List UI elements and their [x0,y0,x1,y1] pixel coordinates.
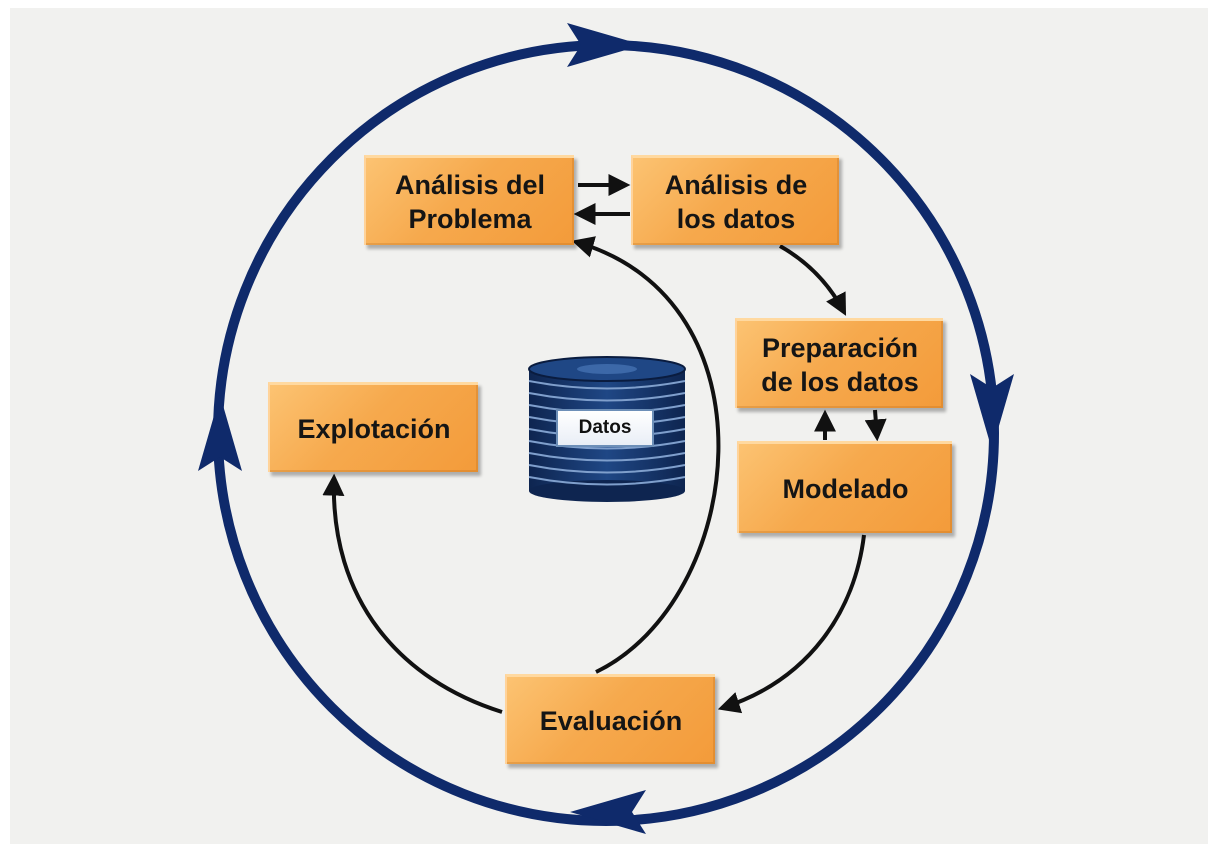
arrow-preparacion-to-modelado [864,409,887,442]
box-modelado: Modelado [737,441,952,533]
ring-arrowhead-top [567,23,643,67]
arrow-evaluacion-to-explotacion [322,473,503,714]
database-label: Datos [556,409,654,447]
box-preparacion-datos: Preparación de los datos [735,318,943,408]
box-explotacion: Explotación [268,382,478,472]
box-analisis-datos: Análisis de los datos [631,155,839,245]
box-analisis-problema: Análisis del Problema [364,155,574,245]
arrow-evaluacion-to-problema [571,236,721,674]
arrow-datos-to-preparacion [779,244,847,316]
ring-arrowhead-right [970,374,1014,450]
ring-arrowhead-left [198,395,242,471]
ring-arrowhead-bottom [570,790,646,834]
box-evaluacion: Evaluación [505,674,715,764]
arrow-modelado-to-evaluacion [717,534,866,714]
